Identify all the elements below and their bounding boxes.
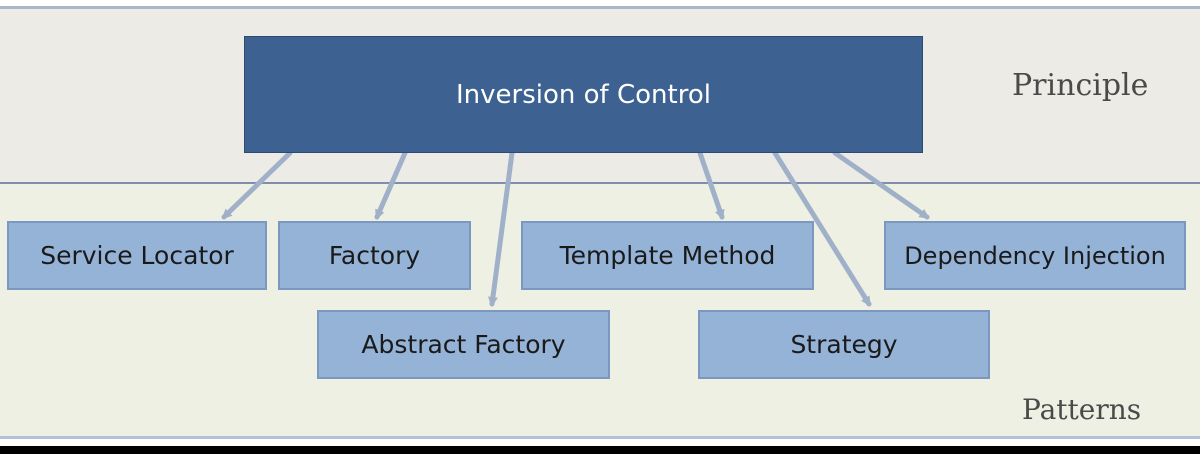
strategy-node: Strategy [698,310,990,379]
factory-label: Factory [328,241,421,270]
abstract-factory-label: Abstract Factory [361,330,566,359]
service-locator-label: Service Locator [40,241,234,270]
template-method-label: Template Method [559,241,776,270]
inversion-of-control-node: Inversion of Control [244,36,923,153]
factory-node: Factory [278,221,471,290]
dependency-injection-node: Dependency Injection [884,221,1186,290]
service-locator-node: Service Locator [7,221,267,290]
patterns-label: Patterns [1022,393,1142,426]
principle-label: Principle [1012,68,1149,103]
inversion-of-control-label: Inversion of Control [456,79,711,110]
bottom-rule [0,436,1200,439]
abstract-factory-node: Abstract Factory [317,310,610,379]
bottom-black-bar [0,446,1200,454]
template-method-node: Template Method [521,221,814,290]
strategy-label: Strategy [790,330,898,359]
band-divider [0,182,1200,184]
dependency-injection-label: Dependency Injection [904,241,1166,270]
